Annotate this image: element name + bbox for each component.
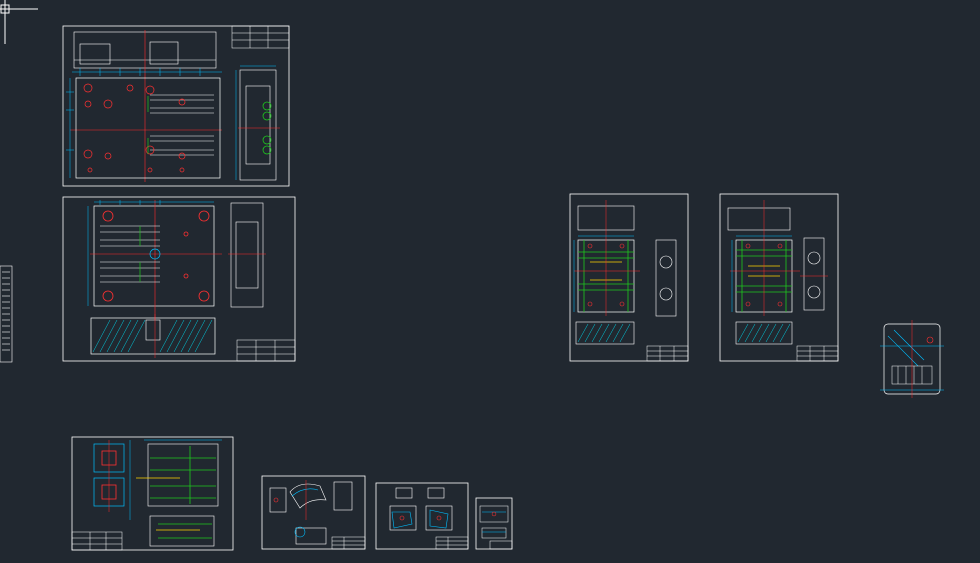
title-block bbox=[796, 345, 839, 362]
title-block bbox=[231, 25, 290, 49]
part-detail-block[interactable] bbox=[880, 320, 944, 398]
drawing-sheet-assembly-c[interactable] bbox=[71, 436, 234, 551]
title-block bbox=[435, 536, 469, 550]
title-block bbox=[646, 345, 689, 362]
drawing-sheet-part-a[interactable] bbox=[261, 475, 366, 550]
drawing-sheet-plate-a[interactable] bbox=[62, 25, 290, 187]
crosshair-icon bbox=[0, 0, 38, 44]
drawing-sheet-assembly-b[interactable] bbox=[719, 193, 839, 362]
drawing-sheet-assembly-a[interactable] bbox=[569, 193, 689, 362]
title-block bbox=[236, 339, 296, 362]
title-block bbox=[71, 531, 123, 551]
drawing-sheet-part-b[interactable] bbox=[375, 482, 469, 550]
title-block bbox=[331, 536, 366, 550]
offscreen-drawing-strip bbox=[0, 265, 13, 363]
drawing-sheet-part-c[interactable] bbox=[475, 497, 513, 550]
drawing-sheet-plate-b[interactable] bbox=[62, 196, 296, 362]
